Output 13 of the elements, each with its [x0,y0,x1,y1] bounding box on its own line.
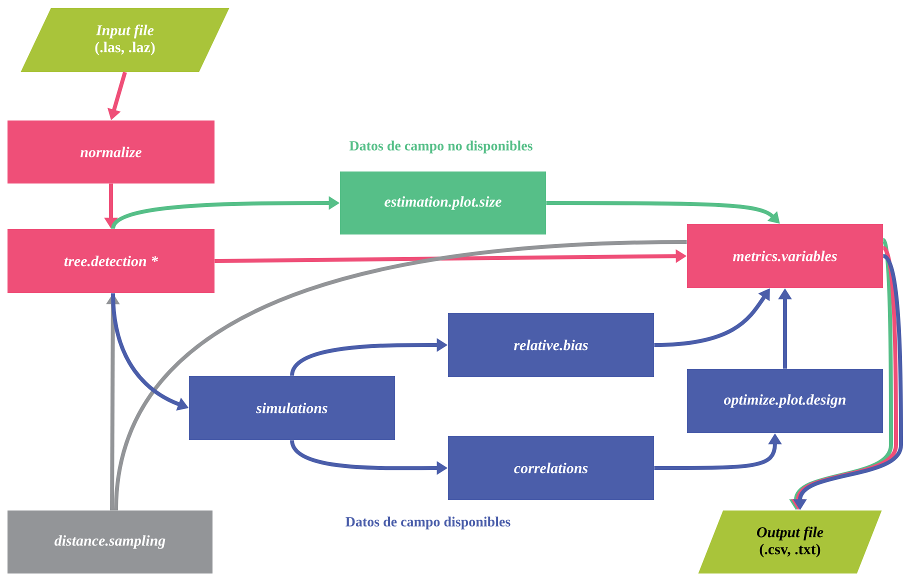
process-box: relative.bias [448,313,654,377]
process-box: normalize [8,120,214,184]
process-box: tree.detection * [8,229,214,293]
file-parallelogram: Input file (.las, .laz) [20,8,230,72]
section-label: Datos de campo no disponibles [349,140,532,154]
process-box: estimation.plot.size [340,172,546,234]
section-label: Datos de campo disponibles [346,516,510,530]
process-box: optimize.plot.design [687,369,883,433]
file-parallelogram: Output file (.csv, .txt) [698,510,882,574]
process-box: metrics.variables [687,224,883,288]
process-box: distance.sampling [8,510,212,574]
process-box: correlations [448,436,654,500]
process-box: simulations [189,376,395,440]
